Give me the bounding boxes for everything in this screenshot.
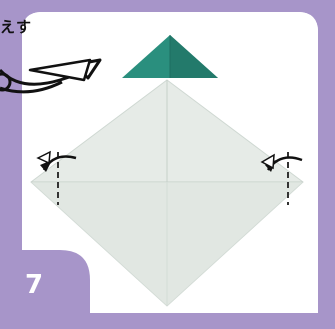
step-number: 7 — [25, 270, 43, 300]
step-badge-background — [0, 250, 90, 329]
turn-over-hint-text: えす — [0, 16, 32, 37]
